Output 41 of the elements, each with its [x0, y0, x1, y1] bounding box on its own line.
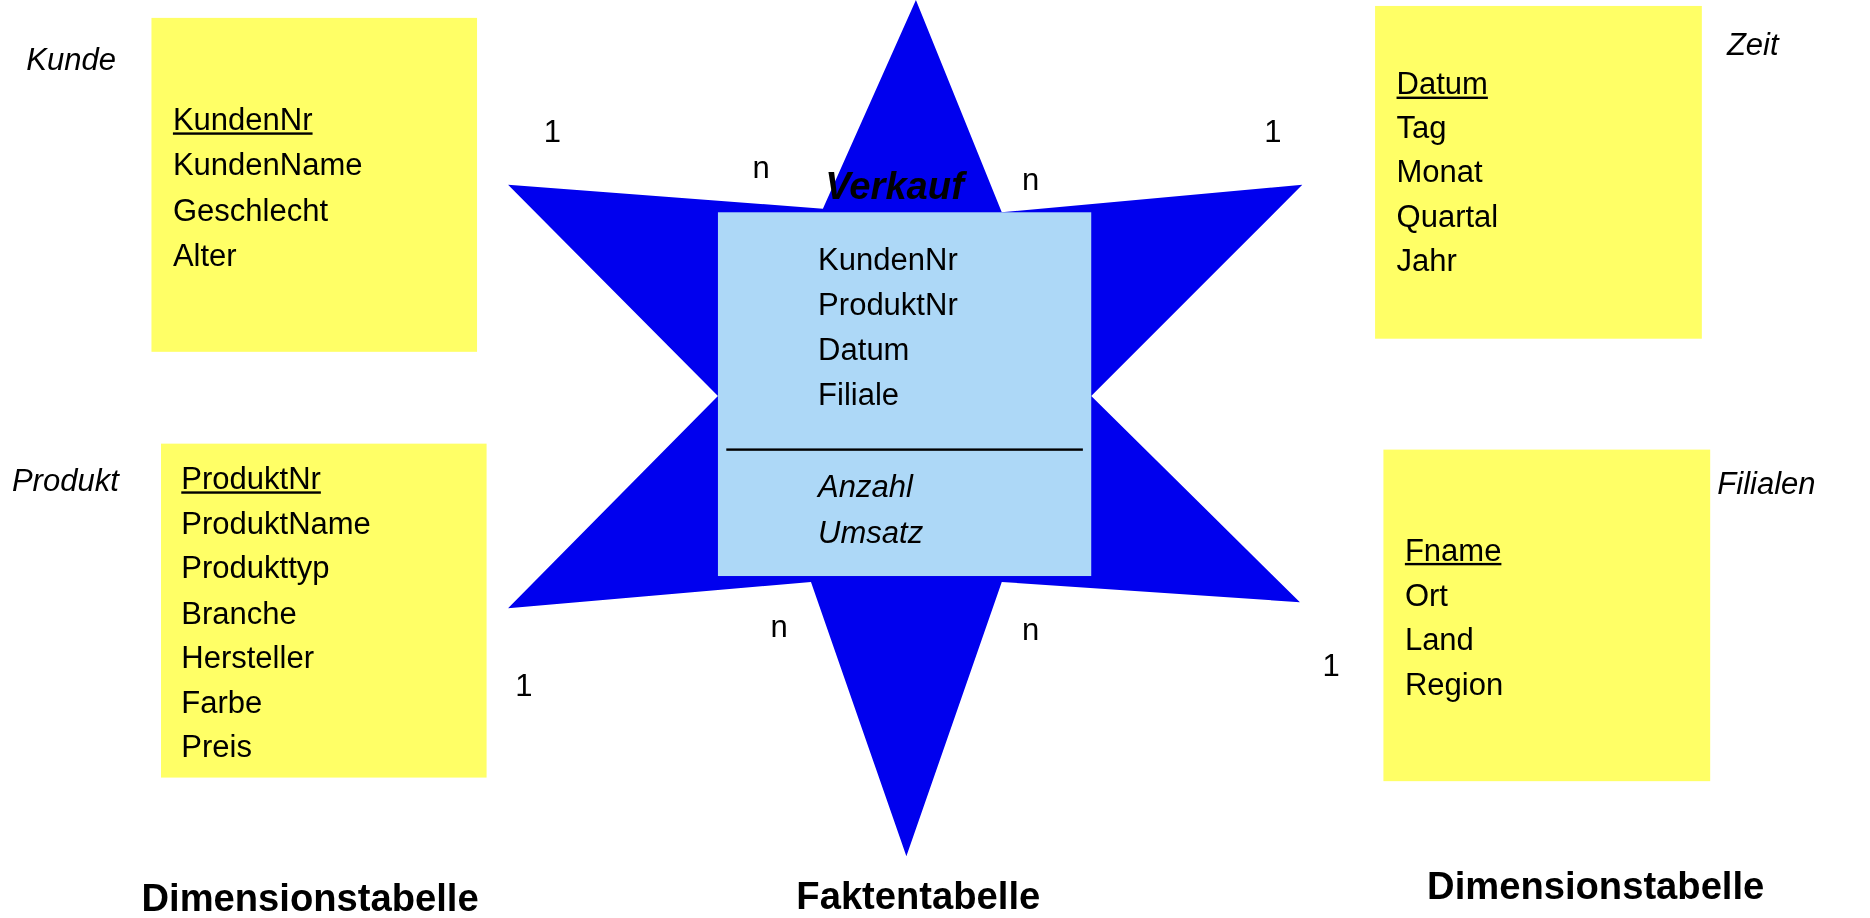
- section-caption: Dimensionstabelle: [1427, 864, 1765, 909]
- attribute-name: ProduktName: [181, 505, 371, 541]
- attribute-name: Branche: [181, 594, 297, 631]
- attribute-name: Farbe: [181, 683, 263, 720]
- table-name: Zeit: [1726, 26, 1779, 64]
- cardinality-label: 1: [1322, 647, 1340, 685]
- attribute-name: Tag: [1396, 109, 1447, 146]
- key-attribute: Datum: [1396, 65, 1488, 102]
- key-attribute: ProduktNr: [181, 460, 321, 497]
- cardinality-label: 1: [1264, 113, 1282, 151]
- cardinality-label: 1: [515, 667, 533, 705]
- attribute-name: Jahr: [1396, 242, 1457, 278]
- attribute-name: Monat: [1396, 153, 1483, 190]
- attribute-name: Hersteller: [181, 639, 314, 675]
- attribute-name: Preis: [181, 728, 252, 765]
- attribute-name: Region: [1404, 666, 1504, 702]
- cardinality-label: 1: [543, 113, 562, 151]
- cardinality-label: n: [770, 608, 788, 646]
- attribute-name: KundenNr: [818, 240, 958, 277]
- attribute-name: Datum: [818, 331, 910, 368]
- attribute-name: Produkttyp: [181, 549, 330, 586]
- attribute-name: Geschlecht: [172, 192, 329, 228]
- attribute-name: Quartal: [1396, 197, 1499, 234]
- attribute-name: Alter: [172, 237, 237, 274]
- attribute-name: Land: [1404, 621, 1474, 658]
- table-name: Produkt: [11, 462, 119, 500]
- cardinality-label: n: [1022, 611, 1040, 649]
- measure-name: Umsatz: [818, 514, 924, 550]
- attribute-name: Filiale: [818, 376, 900, 413]
- section-caption: Dimensionstabelle: [141, 876, 479, 918]
- cardinality-label: n: [1022, 161, 1040, 198]
- cardinality-label: n: [752, 149, 770, 187]
- attribute-name: Ort: [1404, 576, 1448, 613]
- attribute-name: KundenName: [172, 146, 363, 183]
- key-attribute: KundenNr: [172, 101, 313, 138]
- table-name: Filialen: [1717, 465, 1816, 503]
- measure-name: Anzahl: [818, 468, 913, 505]
- section-caption: Faktentabelle: [796, 874, 1041, 918]
- key-attribute: Fname: [1404, 531, 1502, 568]
- table-name: Kunde: [26, 41, 116, 79]
- attribute-name: ProduktNr: [818, 286, 958, 322]
